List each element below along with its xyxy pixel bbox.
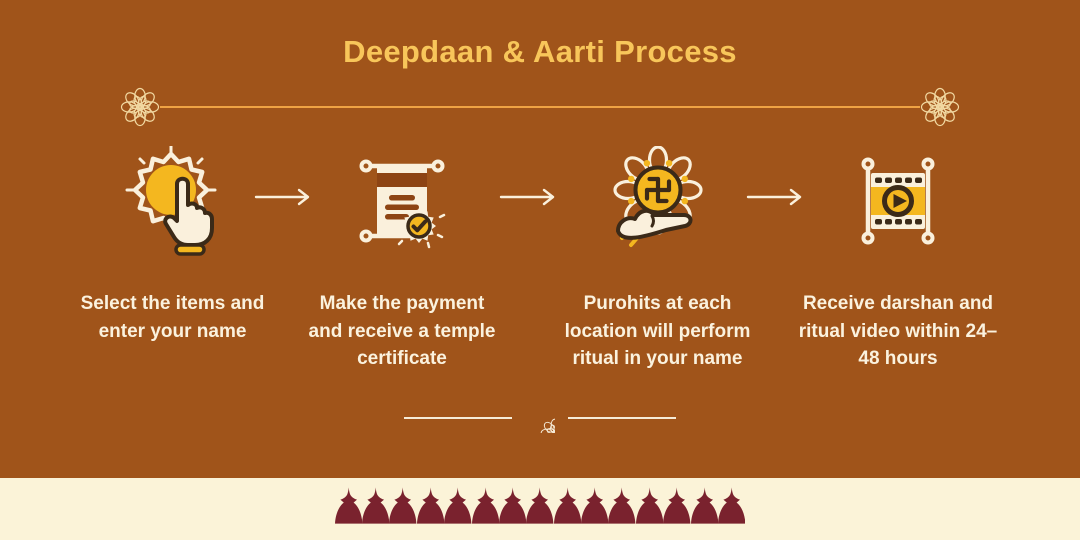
- arrow-right-icon: [499, 188, 555, 206]
- step-label: Make the payment and receive a temple ce…: [308, 293, 496, 370]
- temple-dome-icon: [416, 487, 445, 524]
- step-label: Purohits at each location will perform r…: [564, 293, 751, 370]
- step-column-3: Purohits at each location will perform r…: [550, 146, 765, 373]
- certificate-icon: [359, 159, 446, 249]
- temple-dome-icon: [690, 487, 719, 524]
- bottom-divider: [0, 403, 1080, 433]
- step-label: Select the items and enter your name: [80, 293, 265, 342]
- step-column-4: Receive darshan and ritual video within …: [798, 146, 998, 373]
- rosette-icon: [920, 87, 960, 127]
- temple-dome-icon: [471, 487, 499, 524]
- temple-dome-icon: [553, 487, 582, 524]
- rosette-icon: [120, 87, 160, 127]
- temple-dome-icon: [444, 487, 472, 524]
- step-2-icon-wrap: [307, 146, 497, 256]
- arrow-right-icon: [254, 188, 310, 206]
- step-label: Receive darshan and ritual video within …: [798, 293, 998, 370]
- temple-dome-icon: [718, 487, 746, 524]
- rosette-icon: [525, 403, 555, 433]
- top-divider: [120, 87, 960, 127]
- temple-dome-icon: [361, 487, 390, 524]
- divider-line: [160, 106, 920, 108]
- step-4-icon-wrap: [798, 146, 998, 256]
- page-title: Deepdaan & Aarti Process: [343, 34, 737, 69]
- temple-dome-icon: [581, 487, 609, 524]
- temple-domes-band: [0, 478, 1080, 540]
- step-column-1: Select the items and enter your name: [60, 146, 285, 345]
- divider-line: [568, 417, 676, 419]
- temple-domes-row: [0, 478, 1080, 524]
- tap-select-icon: [125, 146, 216, 256]
- step-1-icon-wrap: [60, 146, 285, 256]
- temple-dome-icon: [663, 487, 691, 524]
- temple-dome-icon: [526, 487, 554, 524]
- step-column-2: Make the payment and receive a temple ce…: [307, 146, 497, 373]
- temple-dome-icon: [334, 487, 362, 524]
- divider-line: [404, 417, 512, 419]
- temple-dome-icon: [608, 487, 636, 524]
- temple-dome-icon: [635, 487, 664, 524]
- temple-dome-icon: [498, 487, 527, 524]
- arrow-right-icon: [746, 188, 802, 206]
- ritual-video-icon: [861, 157, 935, 245]
- temple-dome-icon: [389, 487, 417, 524]
- step-3-icon-wrap: [550, 146, 765, 256]
- purohit-ritual-icon: [612, 146, 703, 247]
